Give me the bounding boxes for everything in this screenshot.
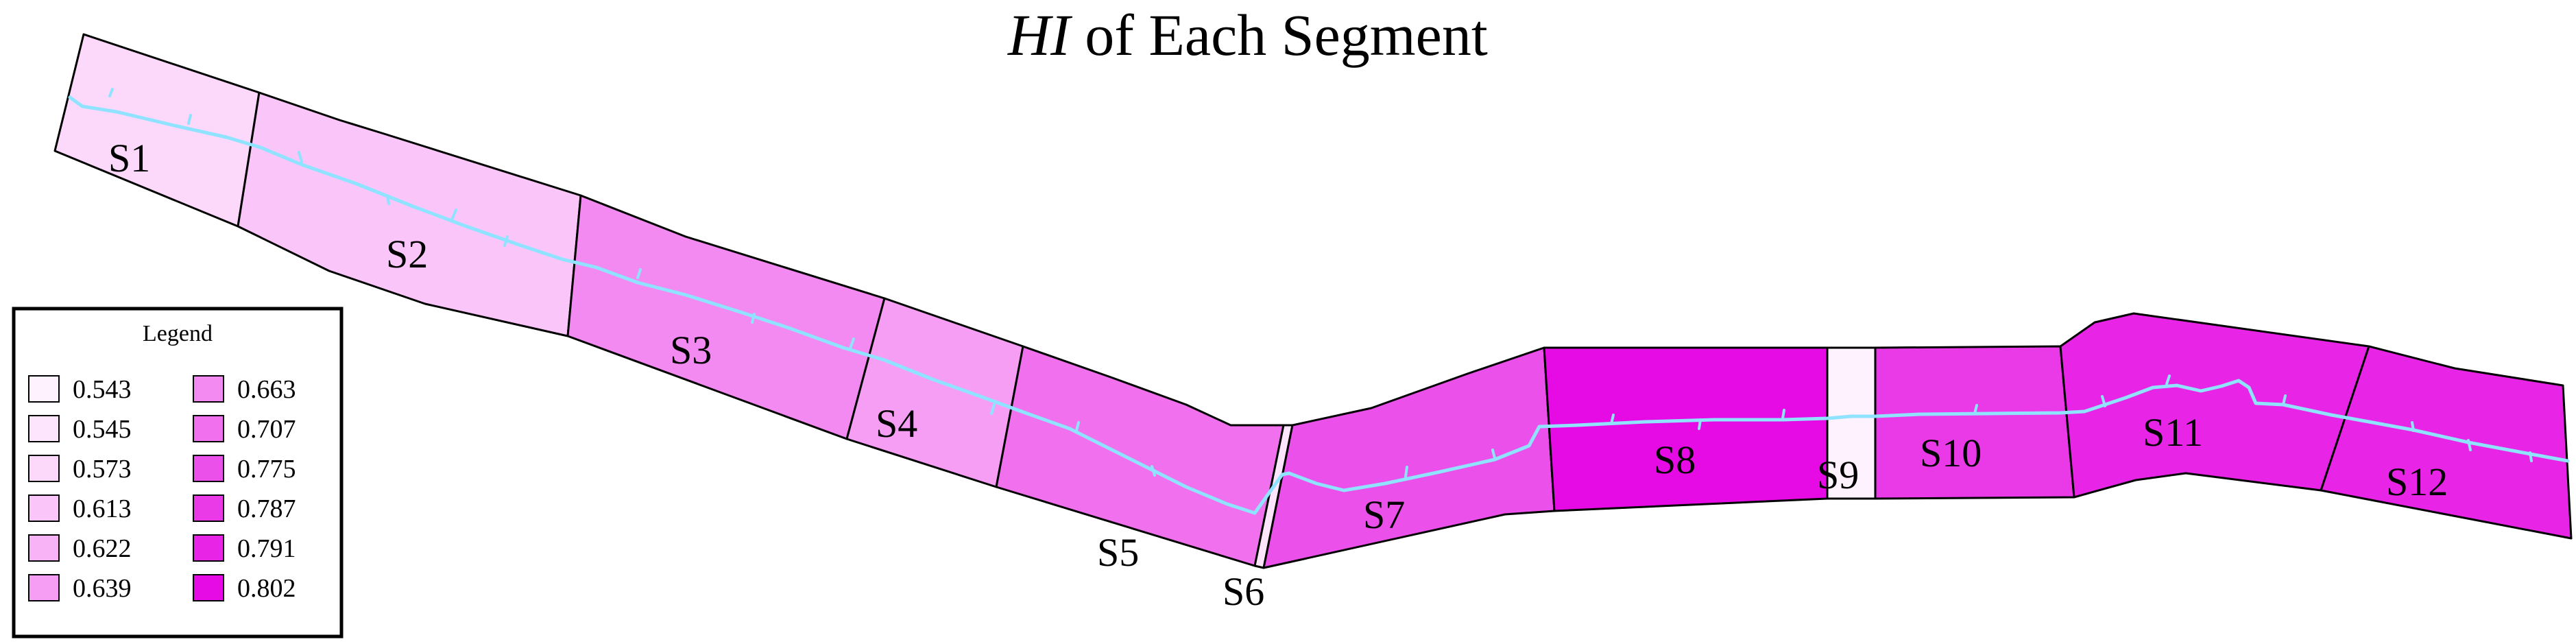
segment-label-s4: S4: [876, 401, 917, 446]
legend-value: 0.639: [73, 574, 132, 603]
segment-label-s10: S10: [1920, 431, 1982, 475]
legend-swatch: [193, 455, 224, 482]
river-line: [68, 95, 2570, 515]
legend-value: 0.622: [73, 534, 132, 563]
segment-labels: S1 S2 S3 S4 S5 S6 S7 S8 S9 S10 S11 S12: [108, 136, 2448, 614]
segment-label-s7: S7: [1363, 492, 1405, 537]
segment-label-s1: S1: [108, 136, 150, 180]
legend-value: 0.663: [237, 375, 296, 404]
map-title-italic: HI: [1007, 2, 1072, 68]
segment-label-s9: S9: [1817, 453, 1859, 497]
legend-value: 0.791: [237, 534, 296, 563]
map-title-rest: of Each Segment: [1070, 2, 1488, 68]
legend-title: Legend: [143, 321, 213, 346]
legend-swatch: [28, 455, 60, 482]
segment-label-s3: S3: [670, 328, 712, 372]
legend-value: 0.707: [237, 415, 296, 444]
legend-swatch: [28, 494, 60, 522]
legend-value: 0.802: [237, 574, 296, 603]
segment-s1: [53, 33, 261, 228]
legend-value: 0.545: [73, 415, 132, 444]
segment-s8: [1543, 346, 1829, 512]
segment-label-s2: S2: [386, 232, 428, 276]
legend-value: 0.775: [237, 455, 296, 484]
legend-swatch: [193, 415, 224, 442]
river-tributaries: [108, 88, 2533, 478]
segment-s5: [995, 345, 1285, 567]
segment-label-s11: S11: [2143, 410, 2203, 455]
segment-label-s5: S5: [1097, 530, 1139, 575]
segment-s7: [1262, 346, 1556, 569]
segment-label-s12: S12: [2386, 460, 2448, 504]
legend-value: 0.787: [237, 494, 296, 523]
legend-value: 0.613: [73, 494, 132, 523]
segments-layer: [53, 33, 2573, 569]
legend-swatch: [193, 534, 224, 562]
segment-s2: [237, 91, 582, 337]
legend-items: 0.543 0.545 0.573 0.613 0.622 0.639 0.663 0.707…: [28, 375, 296, 603]
legend-swatch: [193, 574, 224, 601]
legend-swatch: [28, 574, 60, 601]
segment-s3: [566, 194, 886, 440]
legend-swatch: [28, 415, 60, 442]
legend-value: 0.573: [73, 455, 132, 484]
legend-swatch: [28, 534, 60, 562]
river-layer: [68, 88, 2570, 515]
legend-swatch: [28, 375, 60, 403]
segment-label-s6: S6: [1223, 569, 1264, 614]
segment-label-s8: S8: [1654, 438, 1696, 482]
legend: Legend 0.543 0.545 0.573 0.613 0.622 0.639 0.6…: [12, 307, 344, 639]
legend-frame: [12, 307, 344, 639]
segment-s10: [1874, 345, 2075, 500]
map-title: HI of Each Segment: [1007, 2, 1488, 68]
legend-swatch: [193, 375, 224, 403]
legend-value: 0.543: [73, 375, 132, 404]
segment-s12: [2320, 345, 2573, 540]
legend-swatch: [193, 494, 224, 522]
